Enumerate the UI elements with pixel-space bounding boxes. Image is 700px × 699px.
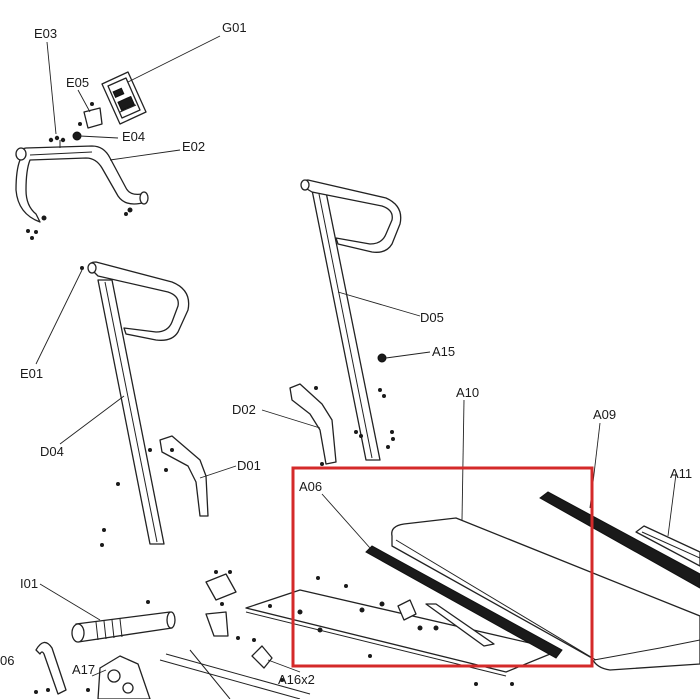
- console-g01: [101, 71, 147, 125]
- highlight-box: [291, 466, 594, 668]
- upright-d04: [80, 261, 190, 545]
- bracket-d02: [289, 383, 337, 466]
- label-a10: A10: [456, 385, 479, 400]
- label-i01: I01: [20, 576, 38, 591]
- label-a06: A06: [299, 479, 322, 494]
- label-e01: E01: [20, 366, 43, 381]
- label-a17: A17: [72, 662, 95, 677]
- label-a11: A11: [670, 466, 692, 481]
- label-06: 06: [0, 653, 14, 668]
- label-a16x2: A16x2: [278, 672, 315, 687]
- drive-belt: [35, 641, 67, 695]
- side-rail-a11: [635, 525, 700, 567]
- label-e04: E04: [122, 129, 145, 144]
- roller-i01: [71, 600, 176, 643]
- leader-lines: [35, 35, 677, 677]
- label-e02: E02: [182, 139, 205, 154]
- bracket-e05: [78, 102, 103, 129]
- motor-bracket: [97, 649, 311, 699]
- label-d02: D02: [232, 402, 256, 417]
- small-hardware: [34, 570, 284, 694]
- label-g01: G01: [222, 20, 247, 35]
- label-e05: E05: [66, 75, 89, 90]
- label-d01: D01: [237, 458, 261, 473]
- label-a15: A15: [432, 344, 455, 359]
- rail-strip-a09: [539, 491, 700, 589]
- part-labels: G01 E03 E05 E04 E02 E01 D05 A15 A10 A09 …: [0, 20, 692, 687]
- upright-d05: [300, 179, 402, 461]
- label-a09: A09: [593, 407, 616, 422]
- label-d05: D05: [420, 310, 444, 325]
- handle-e02: [15, 135, 149, 240]
- bracket-d01: [100, 435, 209, 547]
- knob-a15: [377, 353, 387, 363]
- knob-e04: [72, 131, 82, 141]
- label-e03: E03: [34, 26, 57, 41]
- label-d04: D04: [40, 444, 64, 459]
- deck-board-a10: [391, 517, 700, 671]
